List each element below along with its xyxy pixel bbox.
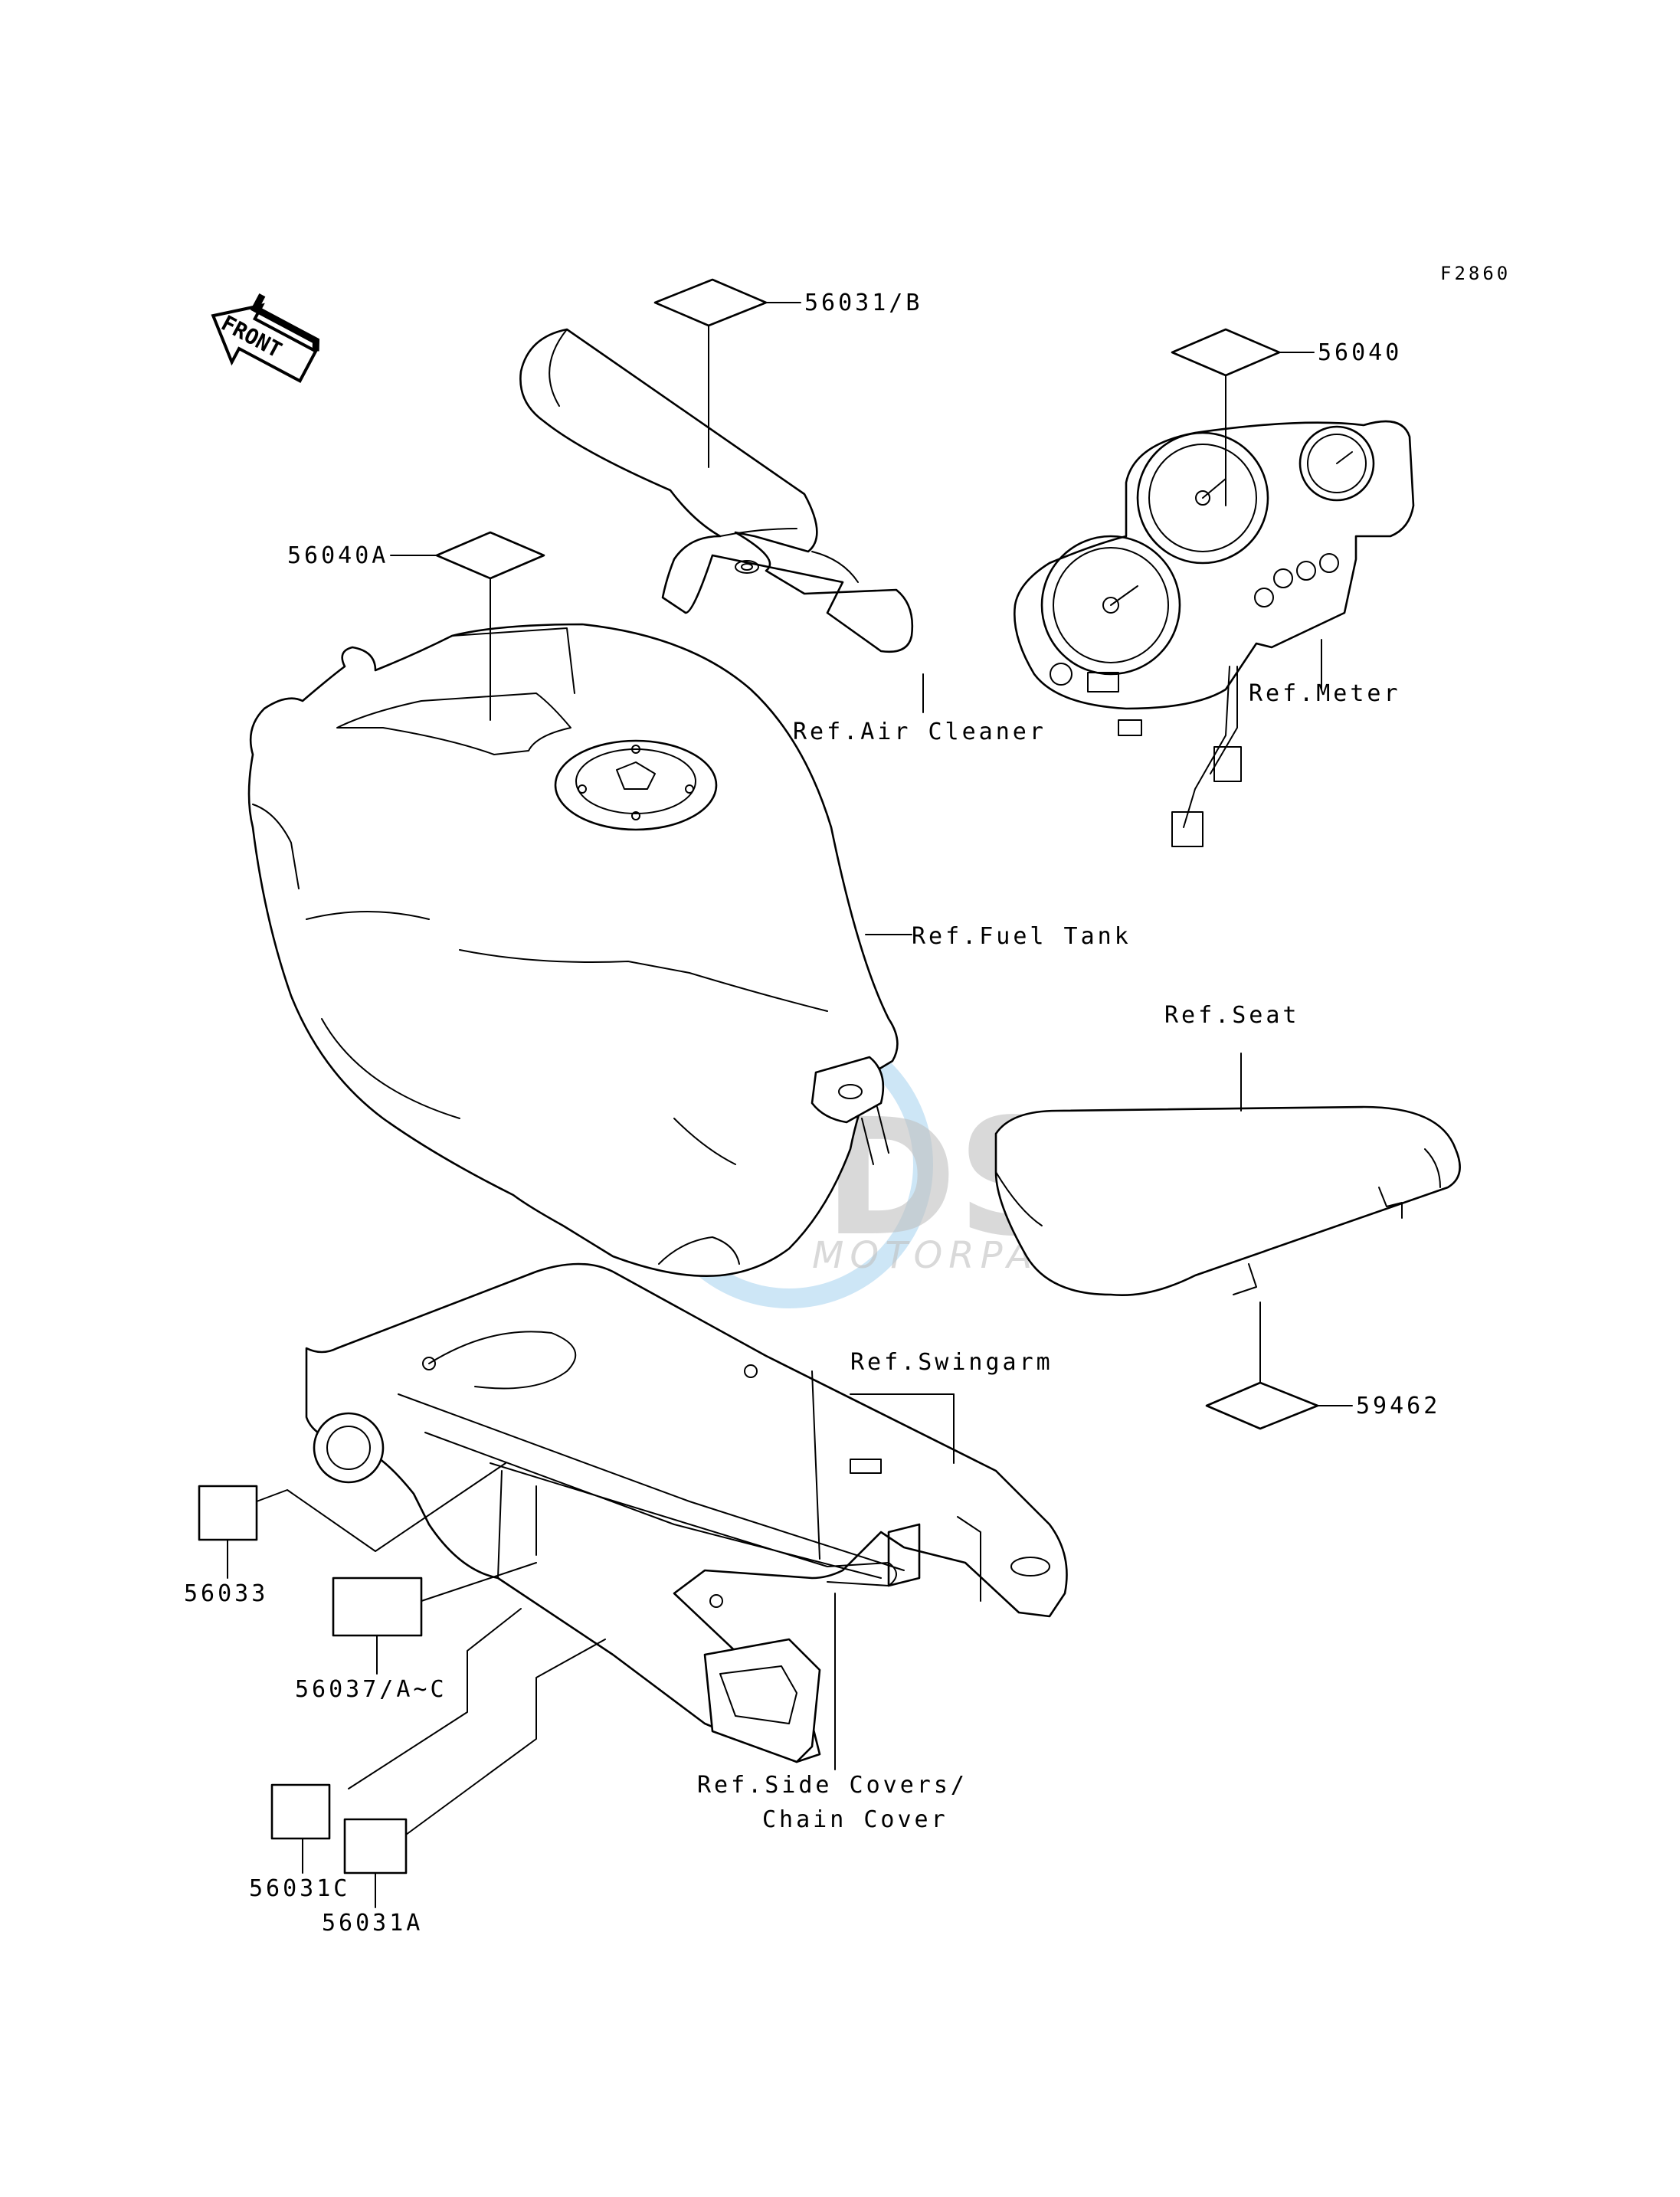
label-56031B: 56031/B — [804, 290, 922, 316]
label-59462: 59462 — [1356, 1393, 1440, 1419]
label-56040: 56040 — [1318, 339, 1402, 366]
label-56033: 56033 — [184, 1580, 268, 1607]
decal-56037-shape — [332, 1577, 423, 1637]
decal-56033-shape — [198, 1485, 258, 1541]
fuel-tank — [247, 623, 899, 1278]
front-arrow-icon: FRONT — [211, 293, 320, 383]
label-ref-seat: Ref.Seat — [1164, 1002, 1300, 1029]
seat — [994, 1105, 1461, 1296]
label-ref-side-covers: Ref.Side Covers/ — [697, 1772, 968, 1799]
decal-shapes — [198, 278, 1319, 1874]
label-56031C: 56031C — [249, 1875, 350, 1902]
decal-56031A-shape — [343, 1818, 408, 1874]
label-ref-swingarm: Ref.Swingarm — [850, 1349, 1053, 1376]
meter-assembly — [1014, 420, 1415, 847]
figure-code: F2860 — [1440, 263, 1511, 284]
decal-56040A-shape — [435, 531, 545, 580]
leader-lines — [227, 302, 1353, 1908]
label-ref-fuel-tank: Ref.Fuel Tank — [912, 923, 1131, 950]
label-56031A: 56031A — [322, 1910, 423, 1937]
labels: 56031/B 56040 56040A Ref.Air Cleaner Ref… — [184, 290, 1440, 1937]
decal-59462-shape — [1205, 1381, 1319, 1430]
decal-56031B-shape — [653, 278, 768, 327]
label-ref-air-cleaner: Ref.Air Cleaner — [793, 719, 1046, 745]
decal-56040-shape — [1171, 328, 1281, 377]
label-56040A: 56040A — [287, 542, 388, 569]
label-56037: 56037/A~C — [295, 1676, 447, 1703]
label-ref-meter: Ref.Meter — [1249, 680, 1401, 707]
swingarm — [305, 1262, 1068, 1763]
decal-56031C-shape — [270, 1783, 331, 1840]
air-cleaner-cover — [519, 328, 914, 653]
label-ref-chain-cover: Chain Cover — [762, 1806, 948, 1833]
